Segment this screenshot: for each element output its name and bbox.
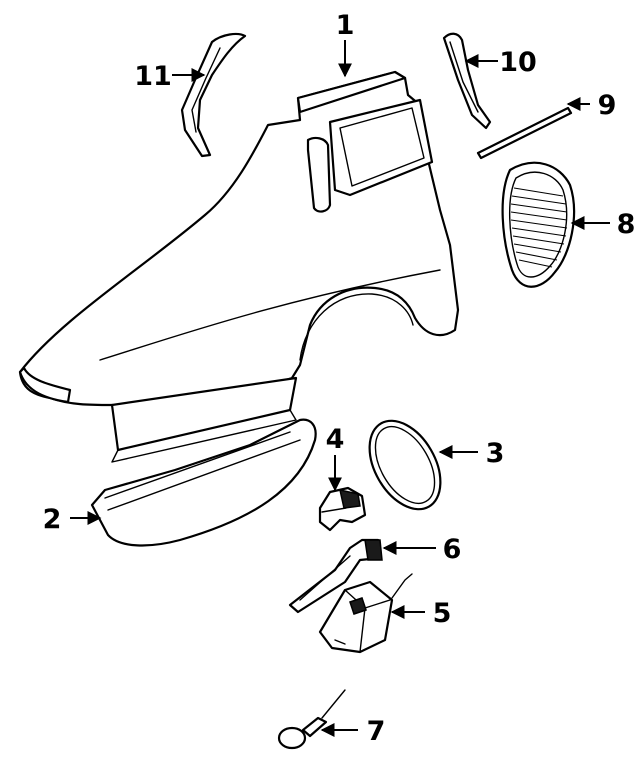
part-rocker-panel — [90, 418, 317, 547]
callout-9: 9 — [598, 90, 617, 121]
leader-lines — [70, 40, 610, 737]
part-molding-right — [442, 32, 492, 130]
grille-slats — [510, 187, 568, 268]
part-vent-grille — [501, 161, 576, 288]
part-molding-left — [180, 32, 247, 158]
callout-3: 3 — [486, 438, 505, 469]
callout-8: 8 — [617, 209, 636, 240]
callout-1: 1 — [336, 10, 355, 41]
callout-2: 2 — [43, 504, 62, 535]
part-fuel-door — [368, 419, 442, 511]
part-trim-strip — [476, 106, 573, 160]
part-hinge — [318, 486, 367, 532]
part-bracket — [288, 538, 383, 614]
callout-10: 10 — [499, 47, 537, 78]
callout-11: 11 — [134, 61, 172, 92]
part-quarter-panel — [18, 70, 460, 463]
callout-7: 7 — [367, 716, 386, 747]
callout-labels: 1 2 3 4 5 6 7 8 9 10 11 — [43, 10, 636, 747]
callout-6: 6 — [443, 534, 462, 565]
part-release-cable — [277, 689, 346, 750]
part-actuator — [318, 573, 413, 654]
callout-5: 5 — [433, 598, 452, 629]
callout-4: 4 — [326, 424, 345, 455]
